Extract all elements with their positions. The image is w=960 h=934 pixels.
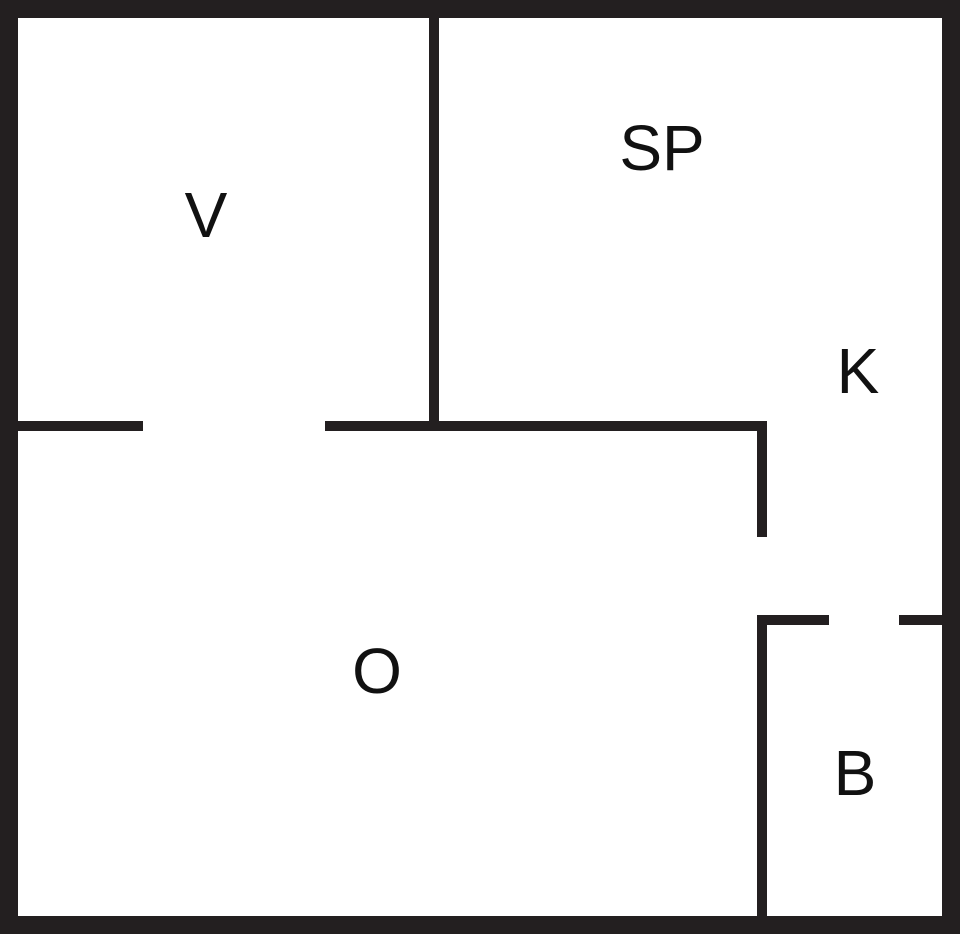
outer-wall-right bbox=[942, 0, 960, 934]
outer-wall-bottom bbox=[0, 916, 960, 934]
wall-b-left bbox=[757, 615, 767, 916]
wall-v-sp bbox=[429, 18, 439, 431]
wall-b-top-left bbox=[757, 615, 829, 625]
room-label-k: K bbox=[837, 335, 880, 407]
wall-v-o-left bbox=[18, 421, 143, 431]
room-labels: V SP K O B bbox=[185, 112, 880, 809]
room-label-o: O bbox=[352, 635, 402, 707]
room-label-b: B bbox=[834, 737, 877, 809]
room-label-sp: SP bbox=[619, 112, 704, 184]
interior-walls bbox=[18, 18, 942, 916]
wall-v-o-right bbox=[325, 421, 767, 431]
outer-wall-left bbox=[0, 0, 18, 934]
wall-b-top-right bbox=[899, 615, 942, 625]
room-label-v: V bbox=[185, 179, 228, 251]
outer-wall-top bbox=[0, 0, 960, 18]
wall-sp-k-stub bbox=[757, 421, 767, 537]
